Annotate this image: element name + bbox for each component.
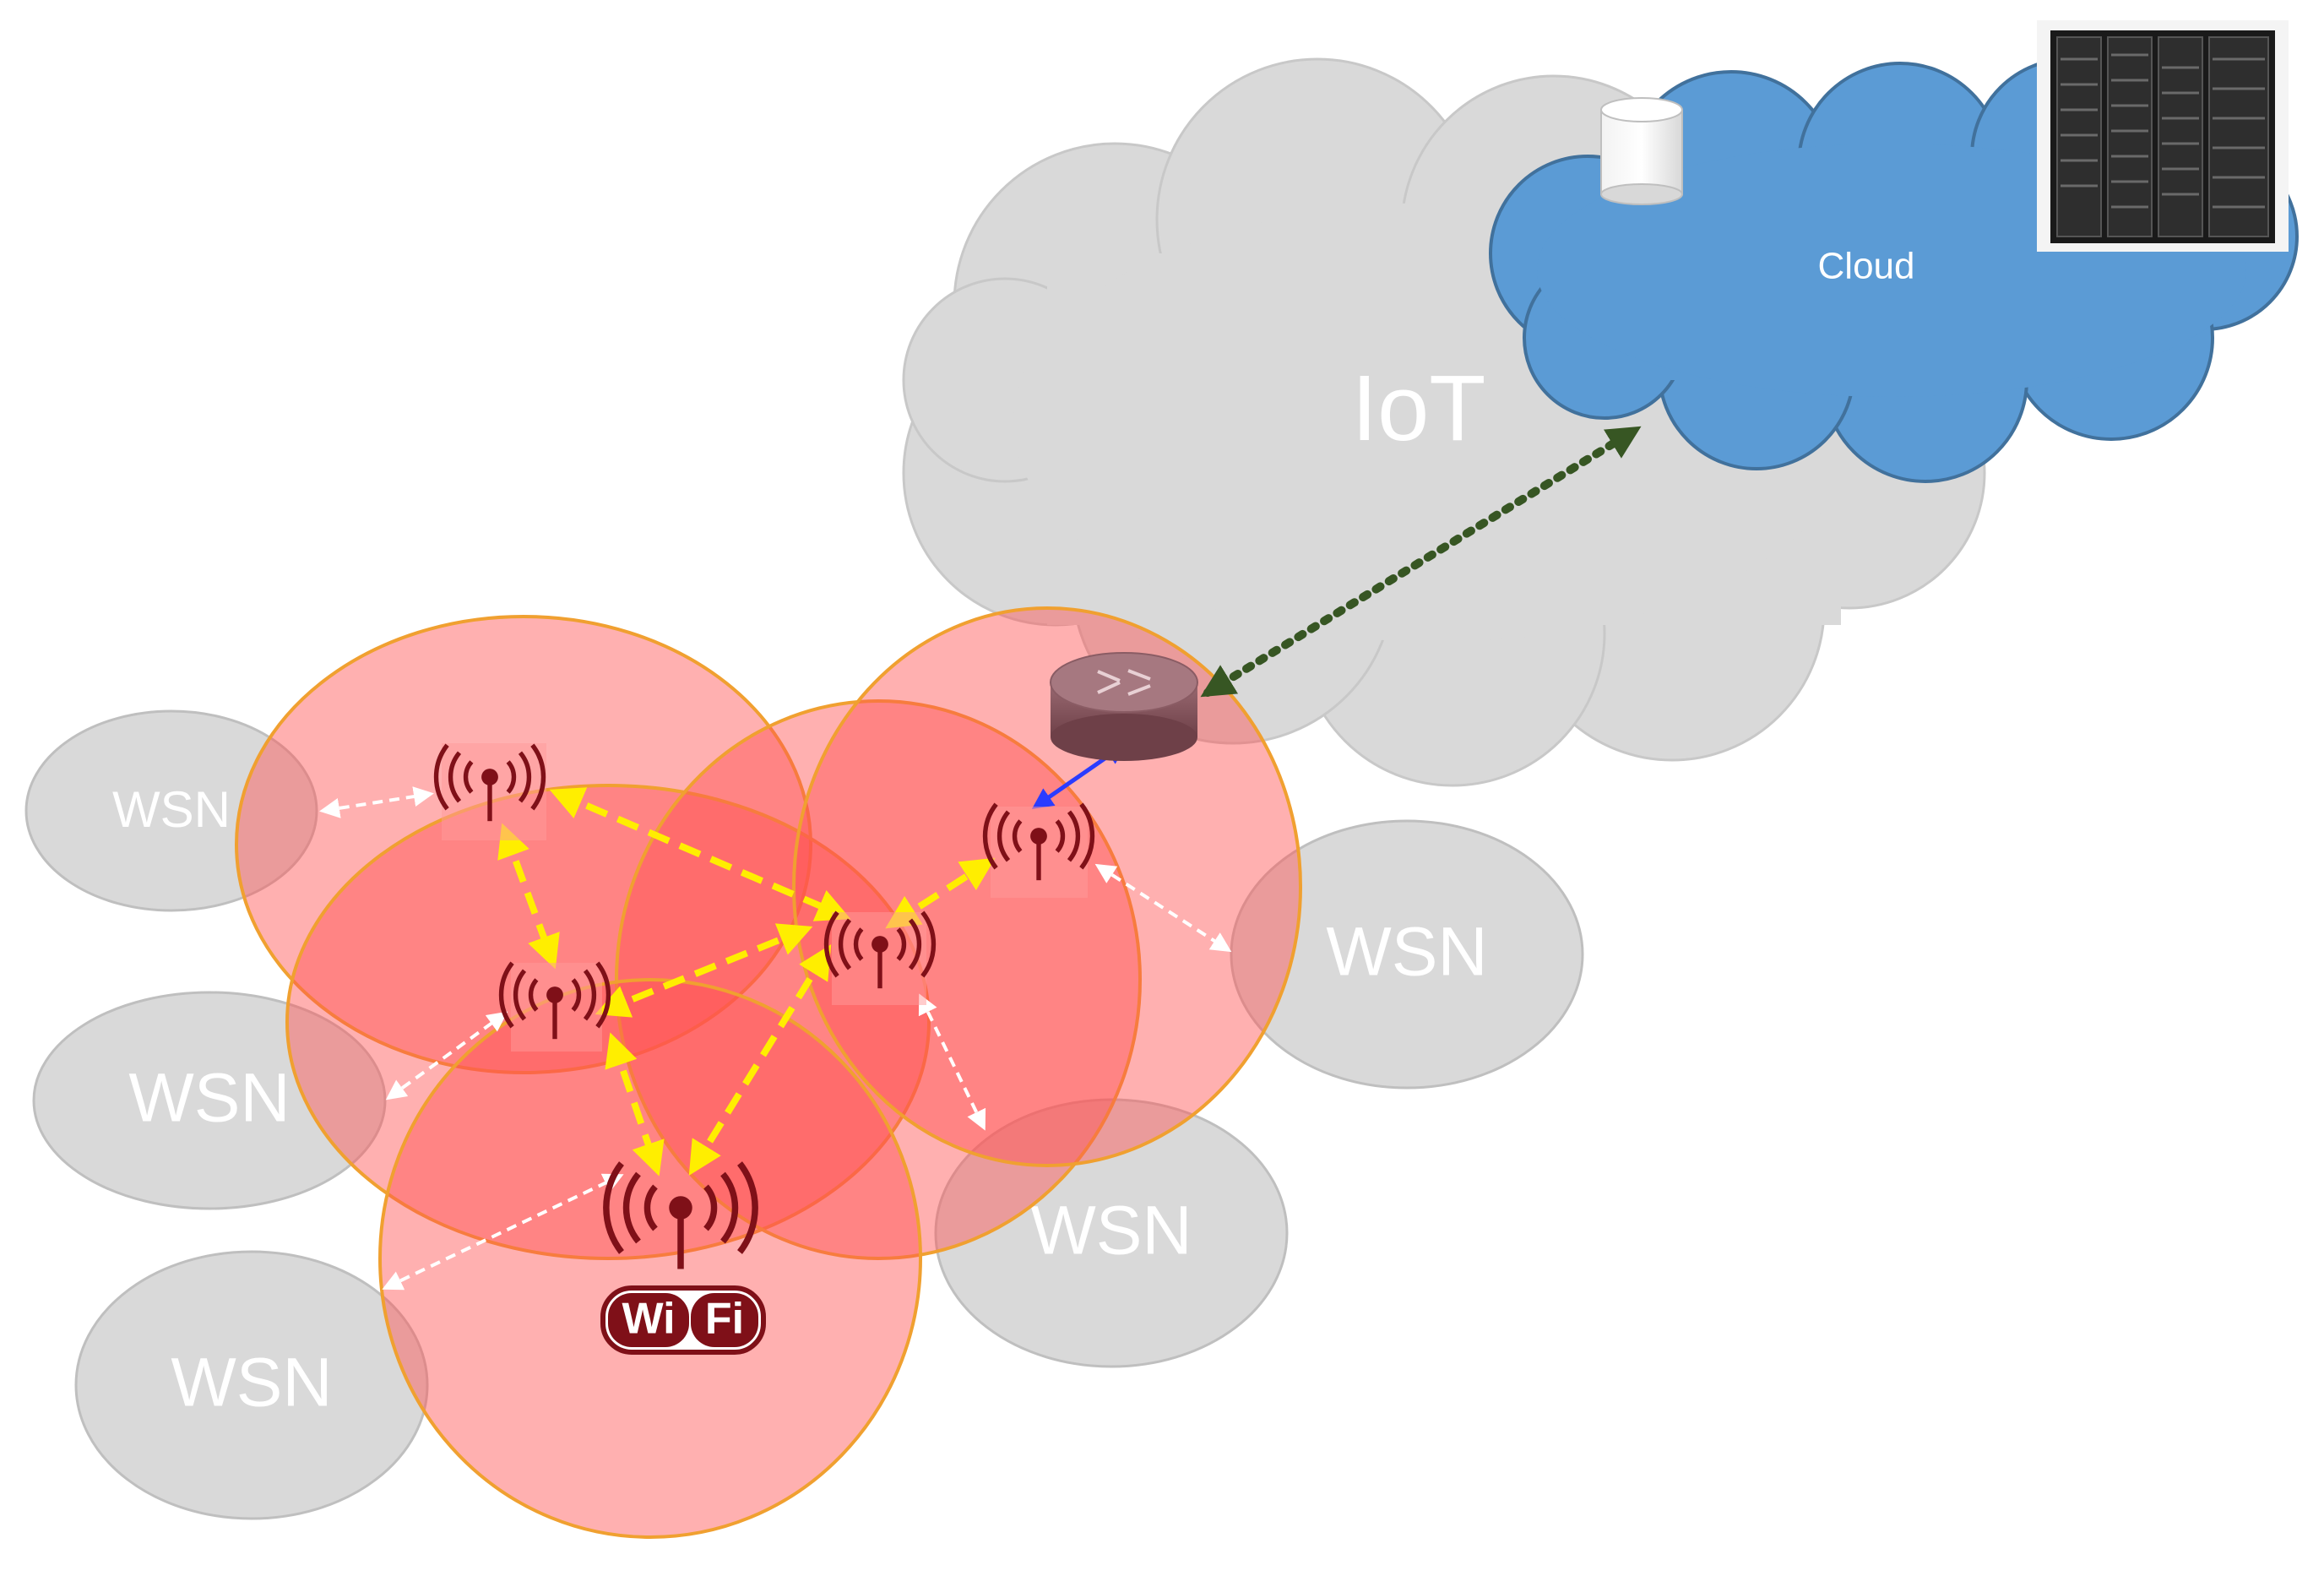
wsn-node: WSN [74, 1250, 429, 1520]
coverage-area [378, 978, 922, 1539]
links [319, 426, 1642, 1291]
router-icon [1050, 652, 1198, 761]
cloud-label: Cloud [1818, 246, 1915, 287]
wsn-link-arrow [319, 786, 434, 818]
wsn-label: WSN [1030, 1193, 1192, 1269]
mesh-link-arrow [605, 1032, 665, 1177]
wsn-label: WSN [112, 781, 231, 838]
wsn-label: WSN [1326, 914, 1487, 991]
wsn-node: WSN [934, 1098, 1289, 1368]
wsn-node: WSN [32, 991, 387, 1210]
wsn-link-arrow [385, 1011, 508, 1100]
wifi-label-fi: Fi [705, 1295, 744, 1344]
wifi-label-wi: Wi [622, 1295, 675, 1344]
mesh-link-arrow [688, 944, 832, 1176]
mesh-link-arrow [549, 787, 851, 921]
access-point-icon [827, 912, 934, 1005]
wsn-node: WSN [24, 709, 318, 912]
wsn-node: WSN [1230, 819, 1584, 1090]
wsn-link-arrow [382, 1173, 624, 1291]
database-icon [1600, 97, 1683, 205]
server-rack-icon [2037, 20, 2289, 252]
wifi-icon: Wi Fi [600, 1164, 766, 1355]
uplink-arrow [1200, 426, 1642, 698]
iot-label: IoT [1352, 356, 1486, 460]
wsn-link-arrow [918, 993, 986, 1131]
wsn-cluster: WSN WSN WSN WSN WSN [24, 709, 1584, 1520]
access-point-icon [437, 743, 546, 840]
wsn-label: WSN [128, 1060, 290, 1137]
wsn-label: WSN [171, 1345, 332, 1421]
wsn-link-arrow [1094, 863, 1232, 953]
access-point-icon [502, 963, 609, 1052]
access-point-icon [986, 804, 1093, 898]
mesh-link-arrow [497, 823, 560, 970]
